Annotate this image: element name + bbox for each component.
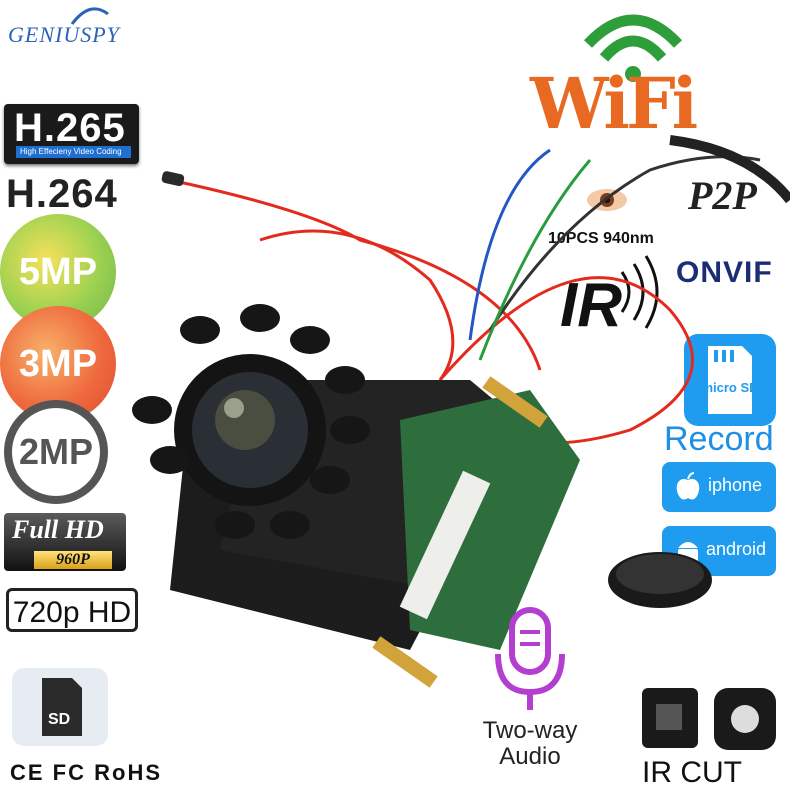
brand-logo: GENIUSPY — [8, 22, 120, 47]
fullhd-resolution: 960P — [34, 551, 112, 569]
microphone-icon — [495, 607, 565, 710]
onvif-logo: ONVIF — [676, 256, 773, 289]
ir-cut-label: IR CUT — [642, 756, 742, 789]
5mp-badge: 5MP — [0, 214, 116, 330]
h265-badge: H.265 High Effecieny Video Coding — [4, 104, 139, 164]
720p-badge: 720p HD — [6, 588, 138, 632]
microsd-icon: micro SD — [701, 346, 759, 414]
ir-waves-icon — [620, 255, 659, 329]
ir-led-label: 10PCS 940nm — [548, 230, 654, 247]
h265-label: H.265 — [14, 106, 126, 150]
iphone-label: iphone — [708, 475, 763, 495]
2mp-badge: 2MP — [4, 400, 108, 504]
record-label: Record — [664, 420, 774, 458]
wifi-label: WiFi — [530, 62, 698, 145]
camera-module-photo — [132, 135, 790, 688]
microsd-badge: micro SD — [684, 334, 776, 426]
ir-cut-filter-icon — [642, 688, 776, 750]
h265-subtitle: High Effecieny Video Coding — [16, 146, 131, 158]
iphone-badge: iphone — [662, 462, 776, 512]
microsd-text: micro SD — [701, 380, 758, 395]
brand-swoosh-icon — [70, 7, 109, 25]
two-way-audio-label: Two-way Audio — [482, 717, 578, 770]
apple-icon — [676, 472, 700, 500]
wifi-signal-icon — [583, 14, 683, 82]
sd-card-icon: SD — [42, 678, 82, 736]
fullhd-badge: Full HD 960P — [4, 513, 126, 571]
svg-text:SD: SD — [48, 711, 70, 728]
p2p-logo: P2P — [688, 173, 757, 218]
certifications: CE FC RoHS — [10, 760, 162, 785]
fullhd-label: Full HD — [12, 515, 104, 544]
h264-label: H.264 — [6, 172, 118, 216]
android-label: android — [706, 539, 767, 559]
sd-card-badge: SD — [12, 668, 108, 746]
